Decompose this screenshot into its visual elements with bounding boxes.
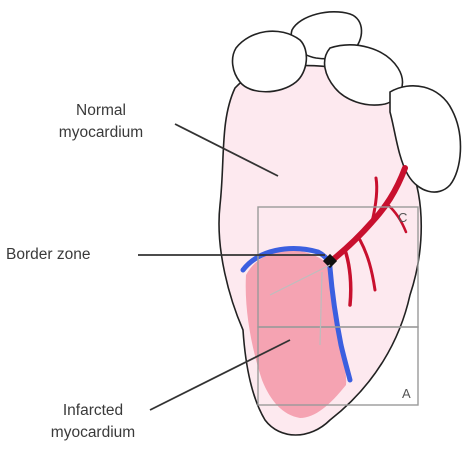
pulmonary-outline xyxy=(233,31,307,92)
label-infarcted-myocardium: Infarcted myocardium xyxy=(28,400,158,444)
label-normal-myocardium: Normal myocardium xyxy=(36,100,166,144)
label-infarcted-line1: Infarcted xyxy=(28,400,158,422)
label-border-zone: Border zone xyxy=(6,244,136,266)
label-normal-line1: Normal xyxy=(36,100,166,122)
label-border-zone-text: Border zone xyxy=(6,244,136,266)
label-infarcted-line2: myocardium xyxy=(28,422,158,444)
label-normal-line2: myocardium xyxy=(36,122,166,144)
box-letter-upper: C xyxy=(398,210,407,225)
box-letter-lower: A xyxy=(402,386,411,401)
